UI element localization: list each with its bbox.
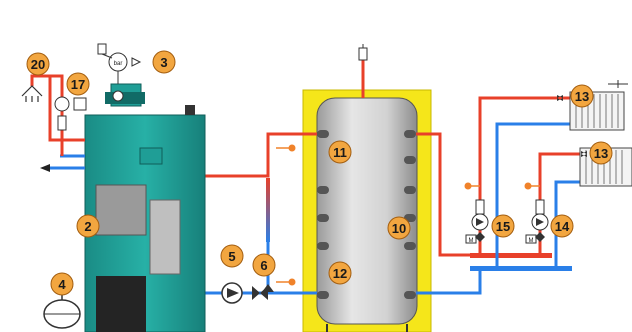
svg-text:4: 4 (58, 277, 66, 292)
callout-buffer-tank: 10 (387, 216, 411, 240)
load-pump (221, 282, 243, 304)
pump-icon (54, 96, 70, 112)
tank-stubs-right (404, 130, 416, 299)
callout-sprinkler: 20 (26, 52, 50, 76)
svg-text:bar: bar (114, 61, 123, 67)
arrow-icon (40, 164, 50, 172)
svg-text:6: 6 (260, 258, 267, 273)
pressure-gauge-icon (108, 52, 128, 72)
svg-text:12: 12 (333, 266, 347, 281)
callout-mixing-group-2: 14 (550, 214, 574, 238)
tank-stubs-left (317, 130, 329, 299)
tank-body (316, 97, 418, 325)
boiler-door (95, 184, 147, 236)
svg-text:2: 2 (84, 219, 91, 234)
svg-text:13: 13 (575, 89, 589, 104)
safety-group: bar (97, 43, 142, 84)
boiler (40, 83, 206, 332)
callout-radiator-lower: 13 (589, 141, 613, 165)
callouts: 20 17 3 2 4 5 6 11 10 12 15 14 13 13 (26, 50, 613, 296)
mixing-valve-icon (475, 232, 485, 242)
valve-icon (557, 95, 563, 101)
callout-thermal-discharge: 17 (66, 72, 90, 96)
supply-header (470, 253, 552, 258)
expansion-vessel (43, 294, 81, 329)
svg-text:13: 13 (594, 146, 608, 161)
sensors (288, 144, 532, 286)
mixing-group-1: M (465, 185, 489, 244)
svg-text:17: 17 (71, 77, 85, 92)
svg-text:20: 20 (31, 57, 45, 72)
svg-text:M: M (469, 238, 474, 244)
safety-valve-icon (131, 57, 142, 67)
thermal-valve-icon (73, 97, 87, 111)
callout-radiator-upper: 13 (570, 84, 594, 108)
sprinkler-icon (21, 85, 43, 102)
mixing-group-2: M (525, 185, 549, 244)
radiator-upper (557, 80, 628, 131)
svg-text:11: 11 (333, 145, 347, 160)
svg-text:15: 15 (496, 219, 510, 234)
auger (149, 199, 181, 275)
callout-mixing-group-1: 15 (491, 214, 515, 238)
svg-text:10: 10 (392, 221, 406, 236)
air-vent-icon (358, 47, 368, 61)
svg-text:14: 14 (555, 219, 570, 234)
mixing-valve-load (252, 284, 274, 300)
burner (96, 276, 146, 332)
buffer-tank (302, 44, 432, 332)
callout-load-pump: 5 (220, 244, 244, 268)
return-header (470, 266, 572, 271)
mixing-valve-icon (535, 232, 545, 242)
callout-boiler: 2 (76, 214, 100, 238)
callout-mixing-valve-load: 6 (252, 253, 276, 277)
heating-circuit-pipes (416, 96, 582, 295)
callout-safety-group: 3 (152, 50, 176, 74)
callout-expansion-vessel: 4 (50, 272, 74, 296)
valve-icon (581, 151, 587, 157)
svg-text:M: M (529, 238, 534, 244)
svg-text:5: 5 (228, 249, 235, 264)
callout-sensor-bottom: 12 (328, 261, 352, 285)
thermal-discharge (21, 74, 87, 156)
svg-text:3: 3 (160, 55, 167, 70)
callout-sensor-top: 11 (328, 140, 352, 164)
